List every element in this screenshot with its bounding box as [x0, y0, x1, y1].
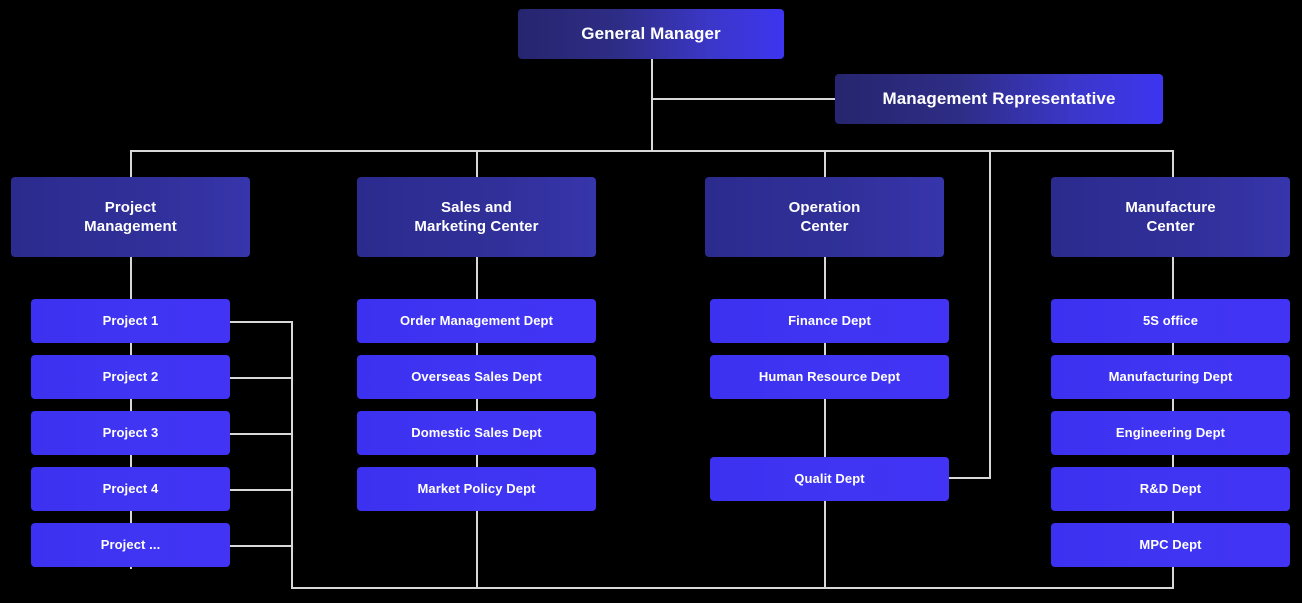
- node-order-management-dept[interactable]: Order Management Dept: [357, 299, 596, 343]
- node-engineering-dept[interactable]: Engineering Dept: [1051, 411, 1290, 455]
- connector-project-3-stub: [229, 433, 293, 435]
- connector-main-bus: [130, 150, 1174, 152]
- node-project-3[interactable]: Project 3: [31, 411, 230, 455]
- node-management-representative[interactable]: Management Representative: [835, 74, 1163, 124]
- node-domestic-sales-dept[interactable]: Domestic Sales Dept: [357, 411, 596, 455]
- connector-project-side-rail: [291, 321, 293, 589]
- node-rd-dept[interactable]: R&D Dept: [1051, 467, 1290, 511]
- node-manufacturing-dept[interactable]: Manufacturing Dept: [1051, 355, 1290, 399]
- node-project-management[interactable]: Project Management: [11, 177, 250, 257]
- node-project-4[interactable]: Project 4: [31, 467, 230, 511]
- node-finance-dept[interactable]: Finance Dept: [710, 299, 949, 343]
- connector-project-1-stub: [229, 321, 293, 323]
- connector-bottom-bus: [291, 587, 1174, 589]
- connector-quality-reporting-vertical: [989, 150, 991, 478]
- node-mpc-dept[interactable]: MPC Dept: [1051, 523, 1290, 567]
- connector-spine-col3: [824, 257, 826, 589]
- node-market-policy-dept[interactable]: Market Policy Dept: [357, 467, 596, 511]
- node-overseas-sales-dept[interactable]: Overseas Sales Dept: [357, 355, 596, 399]
- node-project-1[interactable]: Project 1: [31, 299, 230, 343]
- node-human-resource-dept[interactable]: Human Resource Dept: [710, 355, 949, 399]
- connector-drop-operation: [824, 150, 826, 177]
- connector-quality-reporting-horizontal: [948, 477, 991, 479]
- connector-gm-to-management-rep: [651, 98, 836, 100]
- node-project-2[interactable]: Project 2: [31, 355, 230, 399]
- node-5s-office[interactable]: 5S office: [1051, 299, 1290, 343]
- node-manufacture-center[interactable]: Manufacture Center: [1051, 177, 1290, 257]
- node-project-more[interactable]: Project ...: [31, 523, 230, 567]
- connector-drop-sales-marketing: [476, 150, 478, 177]
- node-operation-center[interactable]: Operation Center: [705, 177, 944, 257]
- connector-project-4-stub: [229, 489, 293, 491]
- connector-drop-project-management: [130, 150, 132, 177]
- node-sales-marketing-center[interactable]: Sales and Marketing Center: [357, 177, 596, 257]
- connector-gm-stem: [651, 59, 653, 151]
- connector-drop-manufacture: [1172, 150, 1174, 177]
- connector-project-2-stub: [229, 377, 293, 379]
- connector-project-more-stub: [229, 545, 293, 547]
- node-general-manager[interactable]: General Manager: [518, 9, 784, 59]
- node-qualit-dept[interactable]: Qualit Dept: [710, 457, 949, 501]
